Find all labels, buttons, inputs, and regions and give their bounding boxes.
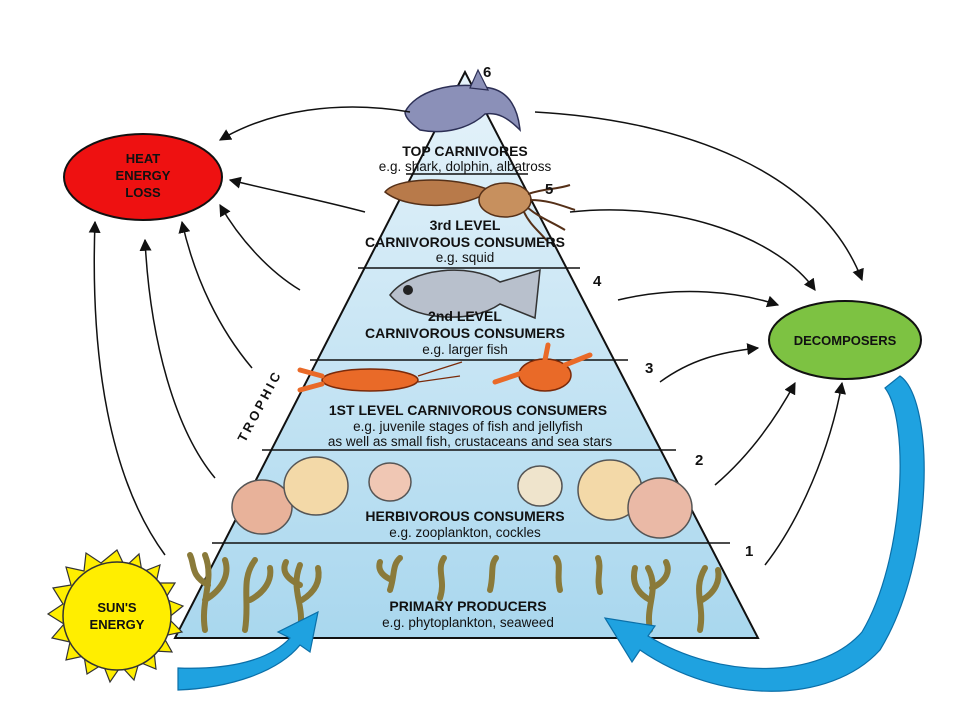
sun-icon: SUN'S ENERGY: [46, 549, 185, 684]
decomposers-to-producers-arrow: [603, 375, 925, 692]
level-numbers: 6 5 4 3 2 1: [483, 64, 753, 560]
level-3-number: 3: [645, 360, 653, 377]
heat-loss-arrows: [88, 106, 411, 556]
cockles-icon: [231, 456, 693, 539]
level-2-example: e.g. zooplankton, cockles: [389, 525, 541, 540]
sun-to-producers-arrow: [177, 610, 319, 691]
level-3-title: 1ST LEVEL CARNIVOROUS CONSUMERS: [329, 402, 607, 418]
heat-energy-loss-node: HEAT ENERGY LOSS: [63, 133, 223, 221]
arrow-level2-to-heat: [139, 238, 216, 479]
level-1-number: 1: [745, 543, 753, 560]
heat-line-3: LOSS: [125, 185, 161, 200]
level-5-title-line-2: CARNIVOROUS CONSUMERS: [365, 234, 565, 250]
arrow-level3-to-heat: [178, 220, 253, 369]
level-6-number: 6: [483, 64, 491, 81]
level-4-title-line-2: CARNIVOROUS CONSUMERS: [365, 325, 565, 341]
arrow-top-to-heat: [218, 106, 411, 141]
energy-flow-arrows: [177, 375, 925, 692]
level-2-title: HERBIVOROUS CONSUMERS: [365, 508, 564, 524]
arrow-level1-to-decomposers: [764, 381, 846, 566]
fish-icon: [389, 268, 541, 320]
level-5-example: e.g. squid: [436, 250, 495, 265]
level-1-example: e.g. phytoplankton, seaweed: [382, 615, 554, 630]
sun-line-1: SUN'S: [97, 600, 137, 615]
level-1-title: PRIMARY PRODUCERS: [389, 598, 546, 614]
sun-line-2: ENERGY: [90, 617, 145, 632]
arrow-level5-to-decomposers: [569, 209, 816, 291]
level-6-example: e.g. shark, dolphin, albatross: [379, 159, 552, 174]
level-3-example-line-2: as well as small fish, crustaceans and s…: [328, 434, 613, 449]
level-2-number: 2: [695, 452, 703, 469]
arrow-level3-to-decomposers: [659, 343, 760, 383]
seaweed-icon: [187, 552, 722, 633]
arrow-level2-to-decomposers: [714, 381, 796, 486]
dolphin-icon: [404, 68, 521, 133]
level-5-title-line-1: 3rd LEVEL: [430, 217, 501, 233]
level-6-title: TOP CARNIVORES: [402, 143, 528, 159]
squid-icon: [383, 179, 576, 243]
level-4-example: e.g. larger fish: [422, 342, 508, 357]
arrow-level5-to-heat: [228, 176, 366, 213]
decomposers-node: DECOMPOSERS: [768, 300, 922, 380]
trophic-label: TROPHIC: [234, 367, 285, 444]
level-4-number: 4: [593, 273, 602, 290]
crustaceans-icon: [297, 342, 593, 393]
level-4-title-line-1: 2nd LEVEL: [428, 308, 502, 324]
arrow-top-to-decomposers: [534, 111, 864, 282]
heat-line-2: ENERGY: [116, 168, 171, 183]
arrow-level4-to-heat: [219, 203, 301, 291]
arrow-sun-to-heat: [88, 220, 166, 556]
decomposers-label: DECOMPOSERS: [794, 333, 897, 348]
level-3-example-line-1: e.g. juvenile stages of fish and jellyfi…: [353, 419, 583, 434]
level-labels: TOP CARNIVORES e.g. shark, dolphin, alba…: [328, 143, 613, 630]
decomposer-arrows: [534, 111, 864, 566]
level-5-number: 5: [545, 181, 553, 198]
heat-line-1: HEAT: [126, 151, 160, 166]
arrow-level4-to-decomposers: [617, 290, 780, 308]
